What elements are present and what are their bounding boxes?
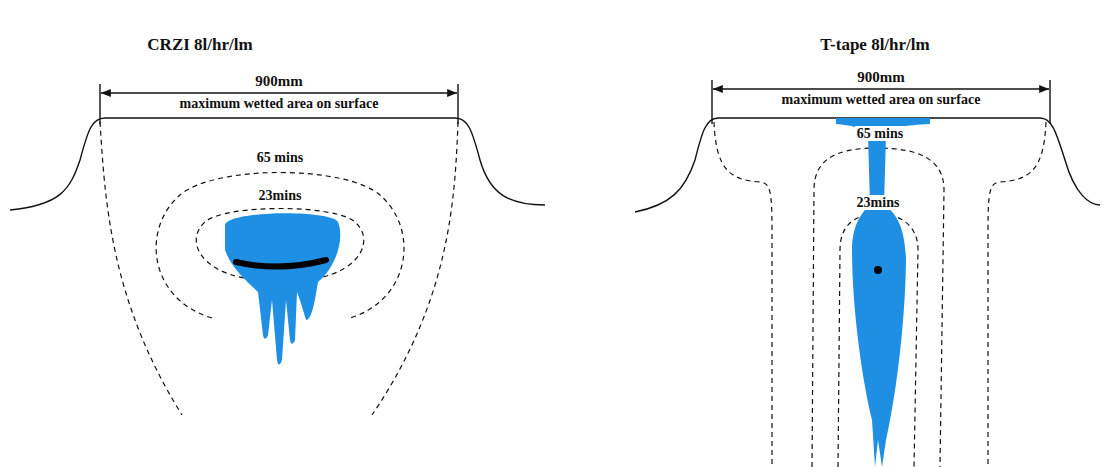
time-label: 65 mins: [255, 150, 305, 165]
diagram-heading: CRZI 8l/hr/lm: [147, 36, 252, 55]
dimension-note: maximum wetted area on surface: [780, 92, 983, 107]
wetted-zone: [225, 213, 340, 364]
dimension-line: [101, 92, 457, 93]
wetted-zone: [836, 118, 930, 467]
soil-surface: [635, 118, 1100, 212]
dimension-tick: [99, 84, 100, 124]
dimension-tick: [711, 80, 712, 124]
time-label: 23mins: [855, 195, 902, 210]
soil-surface: [10, 118, 545, 210]
dimension-tick: [1049, 80, 1050, 124]
dimension-line: [713, 88, 1049, 89]
dimension-tick: [457, 84, 458, 124]
time-label: 65 mins: [855, 126, 905, 141]
wetting-front: [100, 122, 182, 415]
time-label: 23mins: [257, 188, 304, 203]
diagram-heading: T-tape 8l/hr/lm: [820, 36, 929, 55]
dimension-note: maximum wetted area on surface: [178, 96, 381, 111]
drip-tape: [236, 260, 326, 267]
wetting-front: [714, 122, 772, 467]
wetting-front: [988, 122, 1046, 467]
dimension-value: 900mm: [855, 69, 907, 86]
dimension-value: 900mm: [253, 73, 305, 90]
wetting-front: [372, 122, 458, 415]
drip-tape: [874, 266, 882, 274]
